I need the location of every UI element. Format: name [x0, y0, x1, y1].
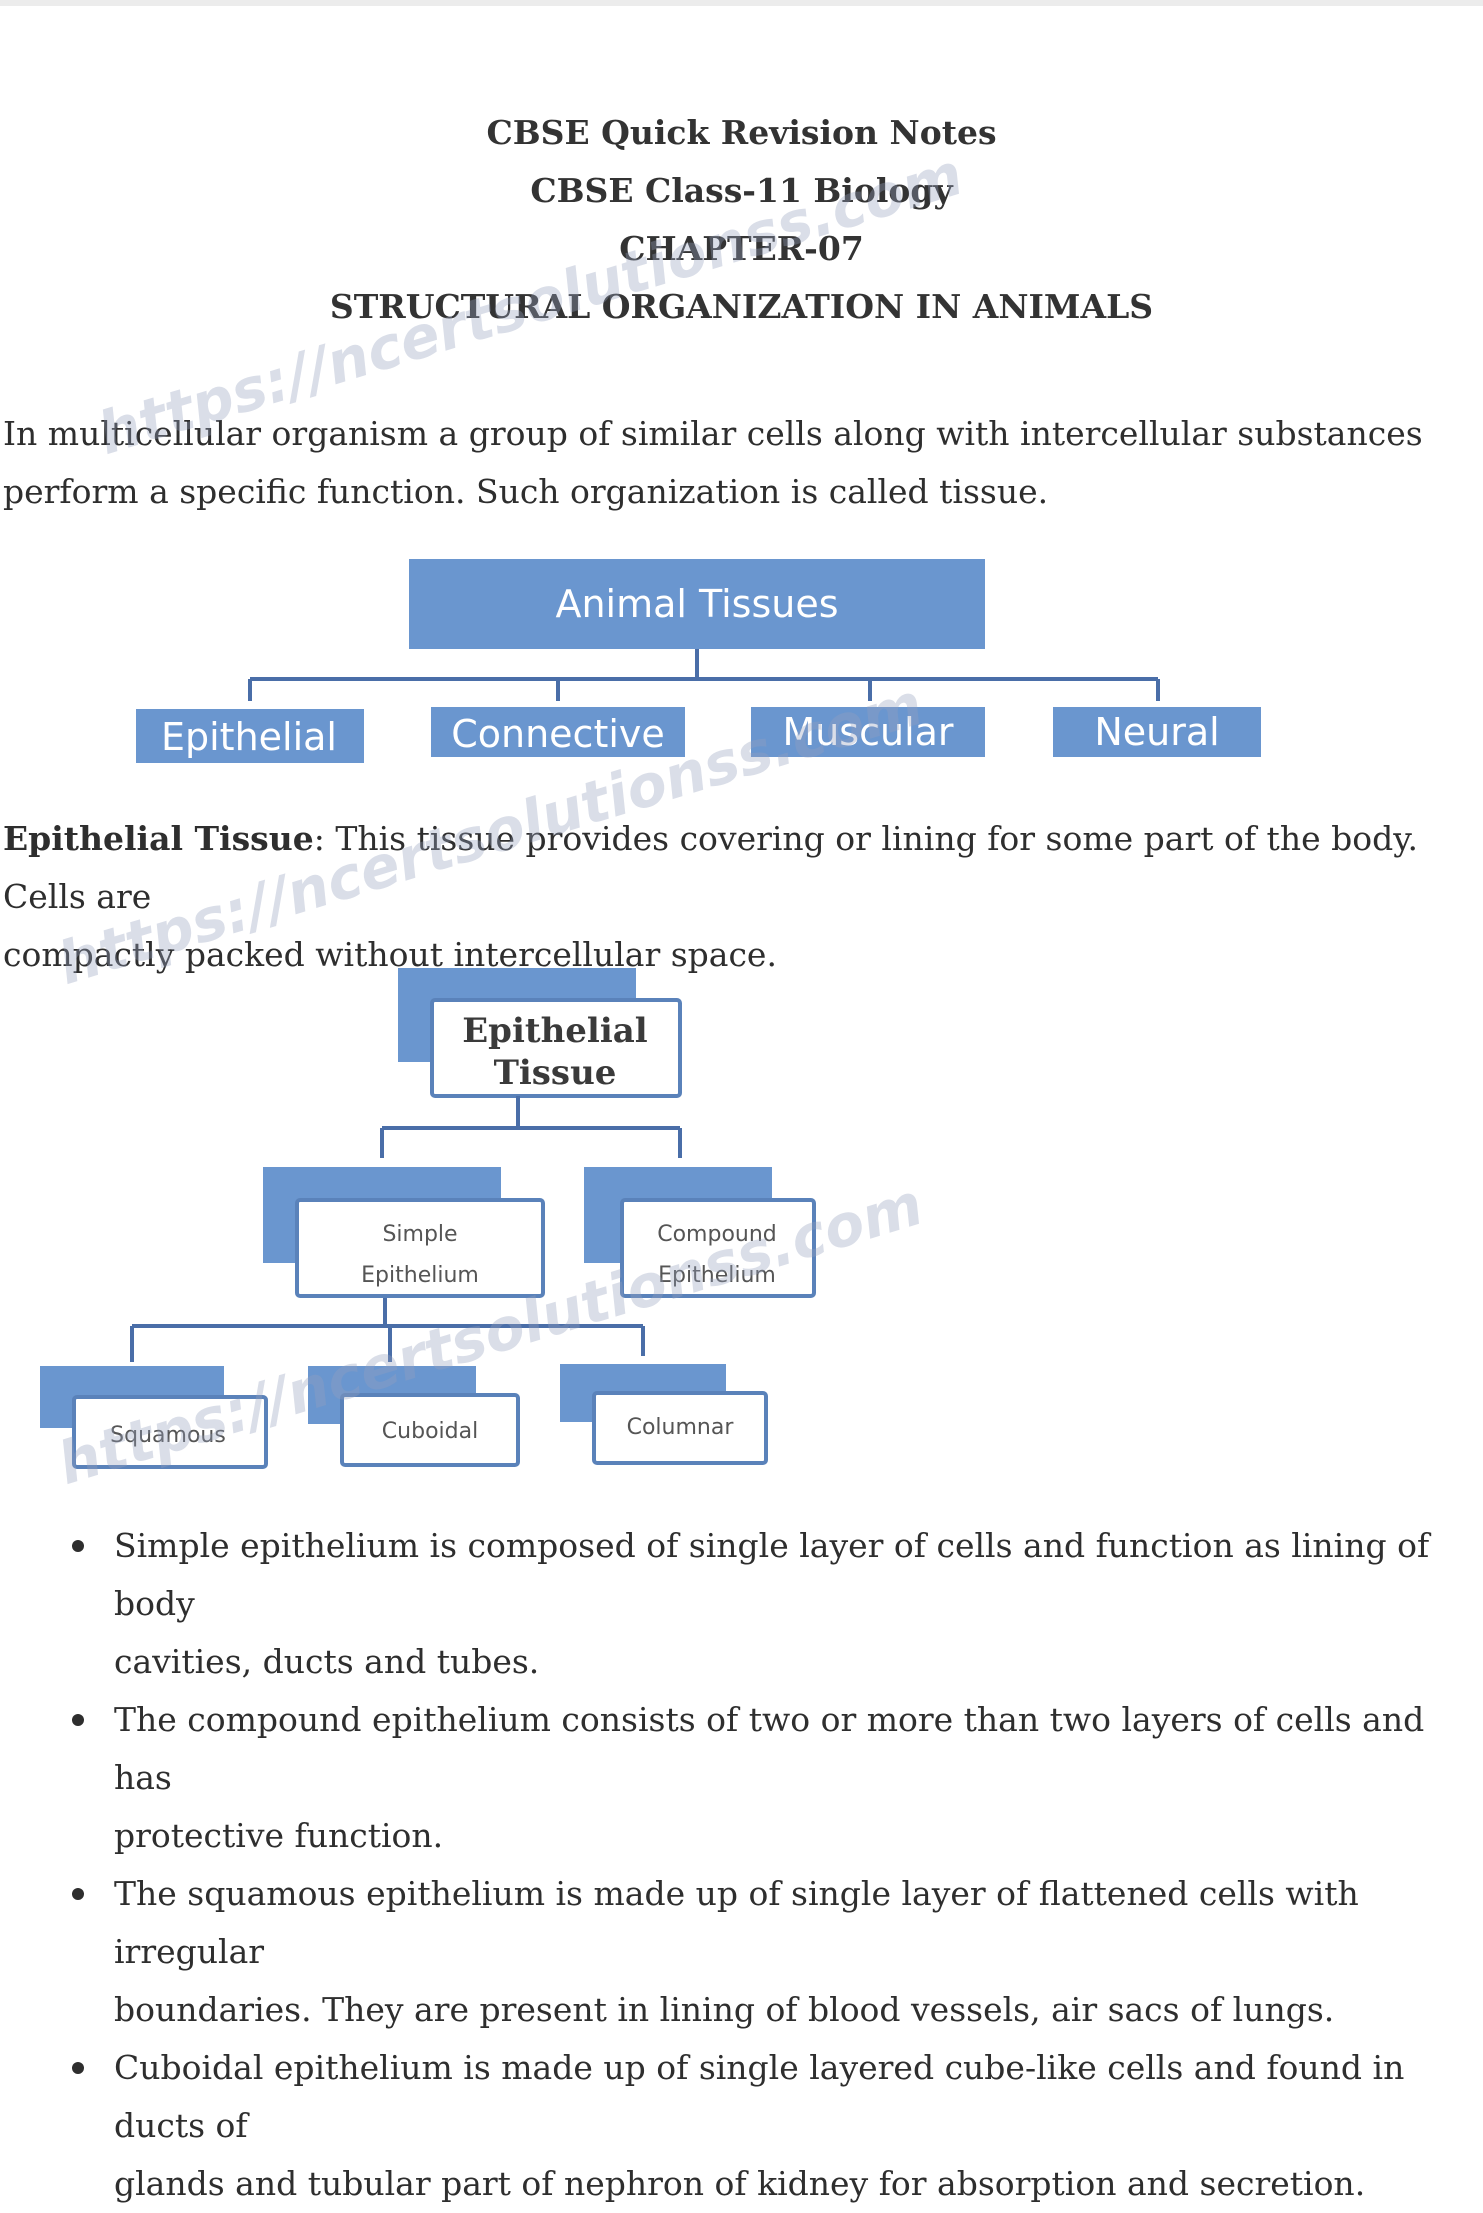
- neural-label: Neural: [1094, 710, 1219, 754]
- epithelial-paragraph: Epithelial Tissue: This tissue provides …: [3, 810, 1473, 984]
- epithelial-line-1-rest: : This tissue provides covering or linin…: [3, 819, 1418, 916]
- simple-label-2: Epithelium: [361, 1263, 479, 1288]
- epithelial-tissue-diagram: Epithelial Tissue Simple Epithelium Comp…: [40, 968, 816, 1469]
- squamous-box: [72, 1395, 268, 1469]
- connective-box: [431, 707, 685, 757]
- bullet-dot-icon: [72, 2062, 84, 2074]
- header-chapter: CHAPTER-07: [619, 229, 864, 268]
- neural-box: [1053, 707, 1261, 757]
- epithelial-box: [136, 709, 364, 763]
- muscular-box: [751, 707, 985, 757]
- list-item-line: protective function.: [114, 1816, 444, 1855]
- header-chapter-title: STRUCTURAL ORGANIZATION IN ANIMALS: [329, 287, 1154, 326]
- epithelial-root-label-2: Tissue: [494, 1053, 617, 1093]
- list-item-line: cavities, ducts and tubes.: [114, 1642, 540, 1681]
- muscular-label: Muscular: [782, 710, 953, 754]
- bullet-list: Simple epithelium is composed of single …: [0, 1517, 1483, 2213]
- list-item: The squamous epithelium is made up of si…: [0, 1865, 1483, 2039]
- header-class: CBSE Class-11 Biology: [530, 171, 953, 210]
- epithelial-term: Epithelial Tissue: [3, 819, 314, 858]
- list-item-line: Simple epithelium is composed of single …: [114, 1526, 1430, 1623]
- epithelial-root-box: [430, 998, 682, 1098]
- animal-tissues-root-box: [409, 559, 985, 649]
- intro-line-1: In multicellular organism a group of sim…: [3, 414, 1423, 453]
- simple-epithelium-box: [295, 1198, 545, 1298]
- epithelial-connectors: [130, 1096, 682, 1362]
- epithelial-root-label-1: Epithelial: [462, 1011, 648, 1051]
- compound-epithelium-box: [620, 1198, 816, 1298]
- simple-label-1: Simple: [382, 1222, 457, 1247]
- animal-tissues-connectors: [248, 649, 1160, 701]
- list-item: The compound epithelium consists of two …: [0, 1691, 1483, 1865]
- compound-label-2: Epithelium: [658, 1263, 776, 1288]
- cuboidal-box: [340, 1393, 520, 1467]
- columnar-box: [592, 1391, 768, 1465]
- cuboidal-label: Cuboidal: [382, 1419, 478, 1444]
- epithelial-line-2: compactly packed without intercellular s…: [3, 935, 777, 974]
- list-item-line: boundaries. They are present in lining o…: [114, 1990, 1335, 2029]
- bullet-dot-icon: [72, 1888, 84, 1900]
- list-item-line: glands and tubular part of nephron of ki…: [114, 2164, 1366, 2203]
- animal-tissues-root-label: Animal Tissues: [555, 582, 838, 626]
- list-item: Simple epithelium is composed of single …: [0, 1517, 1483, 1691]
- connective-label: Connective: [451, 712, 665, 756]
- animal-tissues-diagram: Animal Tissues Epithelial Connective Mus…: [136, 559, 1261, 763]
- page-header: CBSE Quick Revision Notes CBSE Class-11 …: [0, 104, 1483, 336]
- header-title: CBSE Quick Revision Notes: [486, 113, 997, 152]
- compound-label-1: Compound: [657, 1222, 777, 1247]
- epithelial-line-1: Epithelial Tissue: This tissue provides …: [3, 810, 1473, 926]
- top-divider: [0, 0, 1483, 6]
- intro-line-2: perform a specific function. Such organi…: [3, 472, 1049, 511]
- bullet-dot-icon: [72, 1714, 84, 1726]
- bullet-dot-icon: [72, 1540, 84, 1552]
- list-item-line: Cuboidal epithelium is made up of single…: [114, 2048, 1405, 2145]
- epithelial-label: Epithelial: [161, 715, 337, 759]
- list-item: Cuboidal epithelium is made up of single…: [0, 2039, 1483, 2213]
- list-item-line: The squamous epithelium is made up of si…: [114, 1874, 1359, 1971]
- columnar-label: Columnar: [627, 1415, 735, 1440]
- intro-paragraph: In multicellular organism a group of sim…: [3, 405, 1473, 521]
- squamous-label: Squamous: [110, 1423, 226, 1448]
- list-item-line: The compound epithelium consists of two …: [114, 1700, 1425, 1797]
